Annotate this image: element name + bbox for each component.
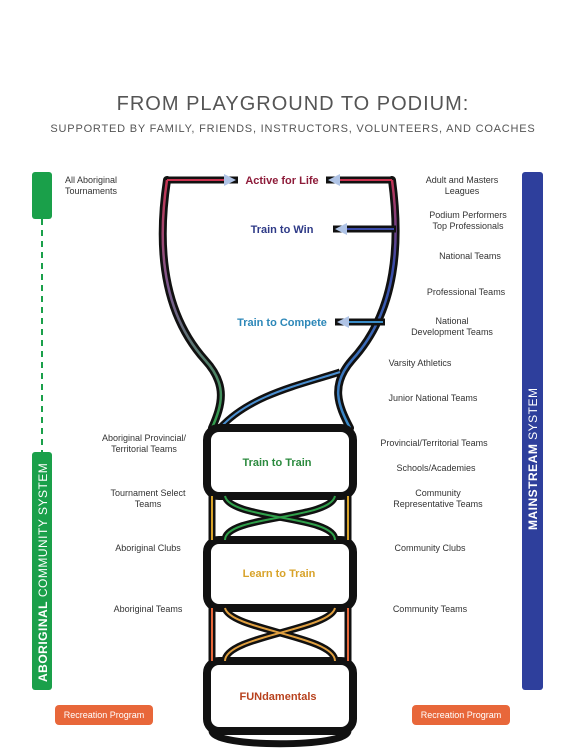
mainstream-system-label: MAINSTREAM SYSTEM [526, 387, 540, 530]
label-adult-masters: Adult and Masters Leagues [425, 175, 499, 196]
goblet-left-outline [158, 176, 225, 432]
label-podium-performers: Podium Performers Top Professionals [429, 210, 507, 231]
goblet-right-flow [336, 179, 397, 429]
stage-train-to-compete: Train to Compete [237, 317, 327, 329]
goblet-inner-curve [217, 368, 342, 431]
label-aboriginal-teams: Aboriginal Teams [113, 604, 183, 614]
stage-fundamentals: FUNdamentals [239, 691, 316, 703]
connectors-upper-flow [211, 495, 349, 541]
label-community-representative: Community Representative Teams [393, 488, 483, 509]
label-aboriginal-clubs: Aboriginal Clubs [115, 543, 181, 553]
diagram-subtitle: SUPPORTED BY FAMILY, FRIENDS, INSTRUCTOR… [50, 123, 536, 135]
stage-train-to-win: Train to Win [251, 224, 314, 236]
label-all-aboriginal-tournaments: All Aboriginal Tournaments [64, 175, 118, 196]
label-professional-teams: Professional Teams [426, 287, 506, 297]
stage-train-to-train: Train to Train [242, 457, 311, 469]
goblet-left-flow [161, 179, 223, 429]
stage-learn-to-train: Learn to Train [243, 568, 316, 580]
label-varsity-athletics: Varsity Athletics [388, 358, 452, 368]
fundamentals-box [203, 657, 357, 735]
aboriginal-system-bar [32, 452, 52, 690]
label-junior-national: Junior National Teams [388, 393, 478, 403]
label-schools-academies: Schools/Academies [396, 463, 476, 473]
recreation-program-left: Recreation Program [55, 705, 153, 725]
label-national-development: National Development Teams [411, 316, 493, 337]
label-provincial-territorial: Provincial/Territorial Teams [380, 438, 488, 448]
mainstream-system-bar [522, 172, 543, 690]
train-to-train-box [203, 424, 357, 500]
stage-active-for-life: Active for Life [245, 175, 318, 187]
aboriginal-system-label: ABORIGINAL COMMUNITY SYSTEM [36, 463, 50, 682]
diagram-title: FROM PLAYGROUND TO PODIUM: [116, 93, 470, 115]
goblet-inner-flow [219, 371, 341, 429]
label-aboriginal-provincial: Aboriginal Provincial/ Territorial Teams [101, 433, 187, 454]
label-national-teams: National Teams [439, 251, 501, 261]
aboriginal-top-marker [32, 172, 52, 219]
goblet-right-outline [334, 176, 400, 432]
label-tournament-select: Tournament Select Teams [110, 488, 186, 509]
learn-to-train-box [203, 536, 357, 612]
recreation-program-right: Recreation Program [412, 705, 510, 725]
label-community-clubs: Community Clubs [394, 543, 466, 553]
connectors-lower-flow [211, 607, 349, 662]
label-community-teams: Community Teams [392, 604, 468, 614]
